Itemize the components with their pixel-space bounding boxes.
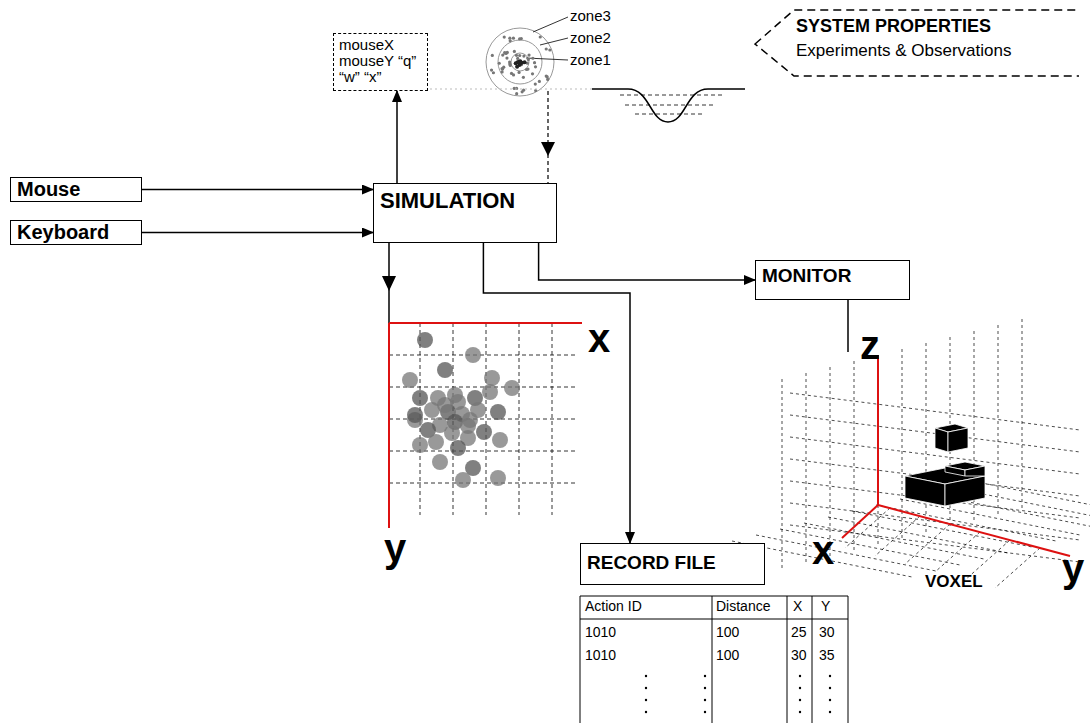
- node-label: Mouse: [17, 178, 135, 201]
- process-box: SIMULATION: [373, 183, 557, 243]
- zone-label: zone1: [570, 52, 611, 67]
- table-cell: 100: [716, 648, 739, 662]
- table-cell: 100: [716, 625, 739, 639]
- table-header: Distance: [716, 599, 770, 613]
- connector: [396, 91, 398, 183]
- variable-list: mouseX mouseY “q” “w” “x”: [333, 33, 428, 91]
- table-cell: 35: [819, 648, 835, 662]
- node-label: RECORD FILE: [587, 552, 758, 574]
- zone-label: zone2: [570, 30, 611, 45]
- caption-label: VOXEL: [925, 573, 983, 590]
- node-label: Keyboard: [17, 221, 135, 244]
- node-label: MONITOR: [762, 265, 903, 287]
- axis-label: x: [812, 530, 834, 570]
- note-shape: SYSTEM PROPERTIES Experiments & Observati…: [754, 8, 1084, 80]
- node-label: SYSTEM PROPERTIES: [796, 16, 1076, 37]
- connector: [142, 232, 373, 234]
- table-cell: 30: [791, 648, 807, 662]
- input-box: Keyboard: [10, 220, 142, 245]
- table-header: Action ID: [585, 599, 642, 613]
- record-table: [580, 596, 848, 723]
- axis-label: x: [588, 318, 610, 358]
- axis-label: y: [1062, 548, 1084, 588]
- zone-figure: [486, 17, 568, 96]
- table-cell: 25: [791, 625, 807, 639]
- profile-curve: [592, 89, 745, 122]
- output-box: MONITOR: [755, 260, 910, 300]
- node-label: mouseX mouseY “q” “w” “x”: [339, 37, 422, 85]
- table-header: Y: [821, 599, 830, 613]
- node-subtitle: Experiments & Observations: [796, 41, 1076, 61]
- input-box: Mouse: [10, 177, 142, 202]
- table-cell: 1010: [585, 625, 616, 639]
- connector: [539, 243, 755, 280]
- connector: [483, 243, 630, 543]
- node-label: SIMULATION: [380, 188, 550, 214]
- table-cell: 1010: [585, 648, 616, 662]
- zone-label: zone3: [570, 8, 611, 23]
- axis-label: y: [384, 528, 406, 568]
- axis-label: z: [860, 325, 880, 365]
- file-box: RECORD FILE: [580, 543, 765, 585]
- table-cell: 30: [819, 625, 835, 639]
- connector: [142, 189, 373, 191]
- voxel-cubes: [905, 424, 985, 506]
- table-header: X: [793, 599, 802, 613]
